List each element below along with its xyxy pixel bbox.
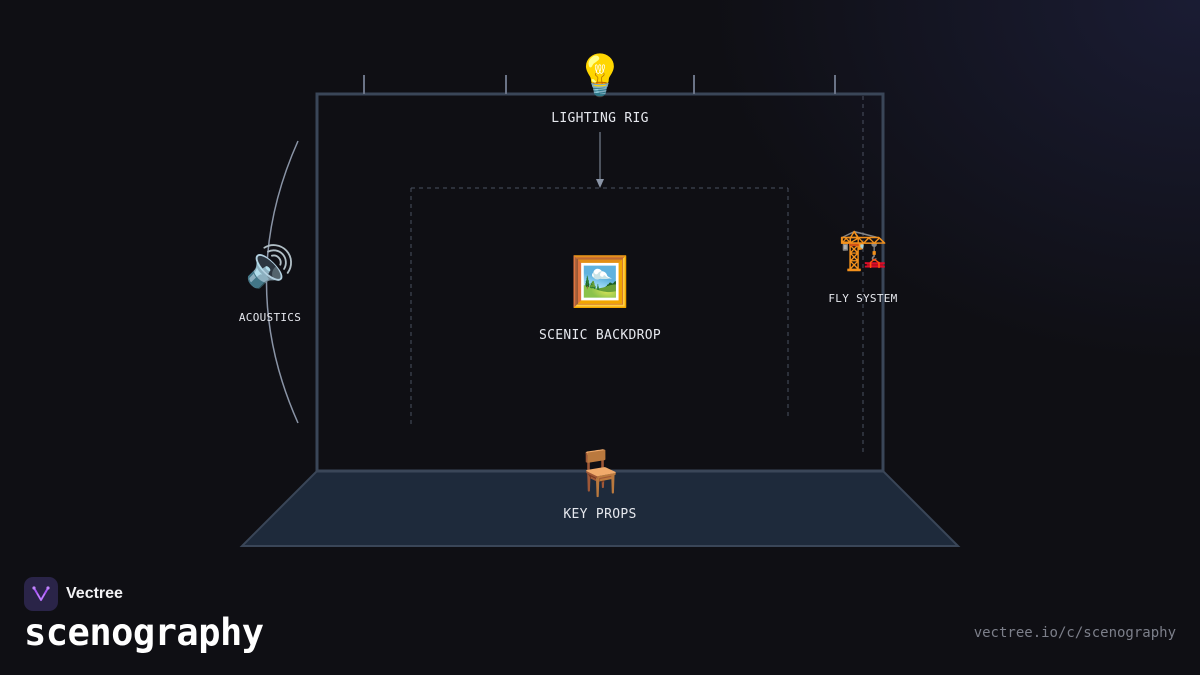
lighting-rig-label: LIGHTING RIG — [551, 111, 649, 126]
speaker-icon: 🔊 — [245, 244, 295, 290]
lightbulb-icon: 💡 — [575, 53, 625, 99]
lighting-arrowhead — [596, 179, 604, 188]
acoustics-label: ACOUSTICS — [238, 311, 302, 324]
lighting-battens — [363, 75, 836, 94]
fly-system-label: FLY SYSTEM — [828, 292, 898, 305]
vectree-logo-icon — [24, 577, 58, 611]
framed-picture-icon: 🖼️ — [570, 254, 630, 310]
brand: Vectree — [24, 577, 123, 611]
key-props-label: KEY PROPS — [563, 507, 637, 522]
page-title: scenography — [24, 611, 264, 654]
crane-icon: 🏗️ — [838, 227, 888, 273]
scenic-backdrop-label: SCENIC BACKDROP — [539, 328, 661, 343]
stage-frame — [315, 92, 885, 473]
brand-name: Vectree — [66, 585, 123, 602]
source-url[interactable]: vectree.io/c/scenography — [973, 625, 1176, 641]
acoustics-arc — [265, 140, 299, 424]
chair-icon: 🪑 — [572, 448, 628, 499]
backdrop-zone — [410, 187, 789, 425]
